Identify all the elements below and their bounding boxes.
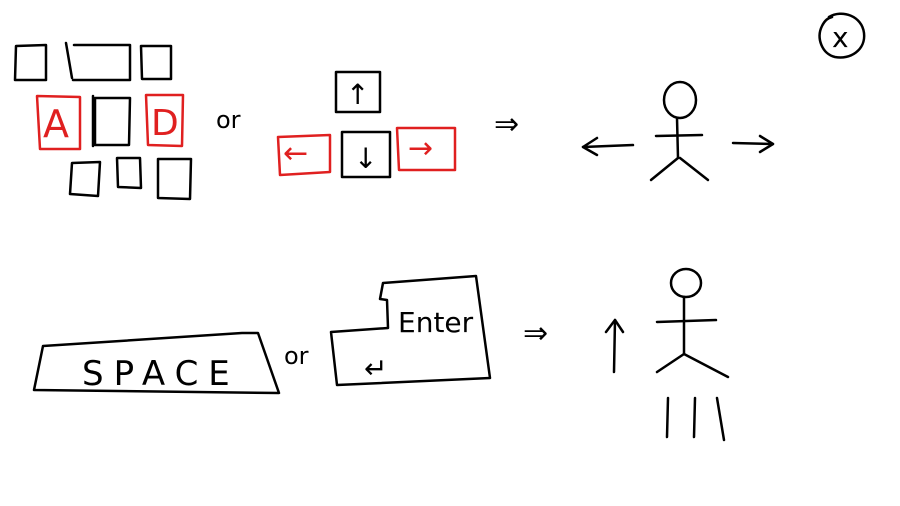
left-arrow-key: ← — [276, 133, 332, 177]
d-key: D — [144, 93, 185, 148]
a-key: A — [35, 94, 82, 151]
left-motion-arrow — [581, 143, 635, 149]
left-arrow-glyph: ← — [283, 136, 308, 171]
right-arrow-key: → — [395, 126, 457, 172]
jump-controls-row: SPACE or Enter ↵ ⇒ — [32, 267, 730, 442]
down-arrow-glyph: ↓ — [354, 142, 377, 175]
up-motion-arrow — [604, 318, 625, 374]
up-arrow-key: ↑ — [334, 70, 382, 114]
close-icon[interactable] — [818, 12, 866, 59]
a-key-label: A — [43, 102, 69, 146]
down-arrow-key: ↓ — [340, 130, 392, 179]
space-key-label: SPACE — [82, 354, 240, 394]
close-label[interactable]: x — [832, 21, 849, 54]
movement-controls-row: A D or ↑ ↓ ← — [13, 41, 775, 201]
enter-return-glyph: ↵ — [364, 352, 387, 385]
or-label-move: or — [216, 106, 241, 134]
arrow-key-cluster: ↑ ↓ ← → — [276, 70, 457, 179]
close-button[interactable]: x — [818, 12, 866, 59]
keyboard-key — [156, 157, 193, 201]
d-key-label: D — [151, 103, 179, 144]
up-arrow-glyph: ↑ — [346, 78, 369, 111]
enter-key-label: Enter — [398, 306, 474, 339]
stick-figure-move-left-right-icon — [581, 80, 775, 182]
wasd-key-cluster — [13, 41, 193, 201]
keyboard-key — [13, 43, 48, 82]
implies-arrow-jump: ⇒ — [523, 316, 548, 351]
enter-key: Enter ↵ — [329, 274, 492, 387]
space-key: SPACE — [32, 331, 281, 395]
or-label-jump: or — [284, 342, 309, 370]
keyboard-key — [64, 41, 74, 80]
right-motion-arrow — [731, 141, 775, 146]
keyboard-key — [93, 96, 132, 147]
keyboard-key — [115, 156, 143, 190]
keyboard-key — [71, 43, 132, 82]
stick-figure-jump-icon — [655, 267, 730, 442]
implies-arrow-move: ⇒ — [494, 107, 519, 142]
keyboard-key — [68, 160, 102, 198]
right-arrow-glyph: → — [408, 131, 433, 166]
keyboard-key — [139, 44, 173, 81]
